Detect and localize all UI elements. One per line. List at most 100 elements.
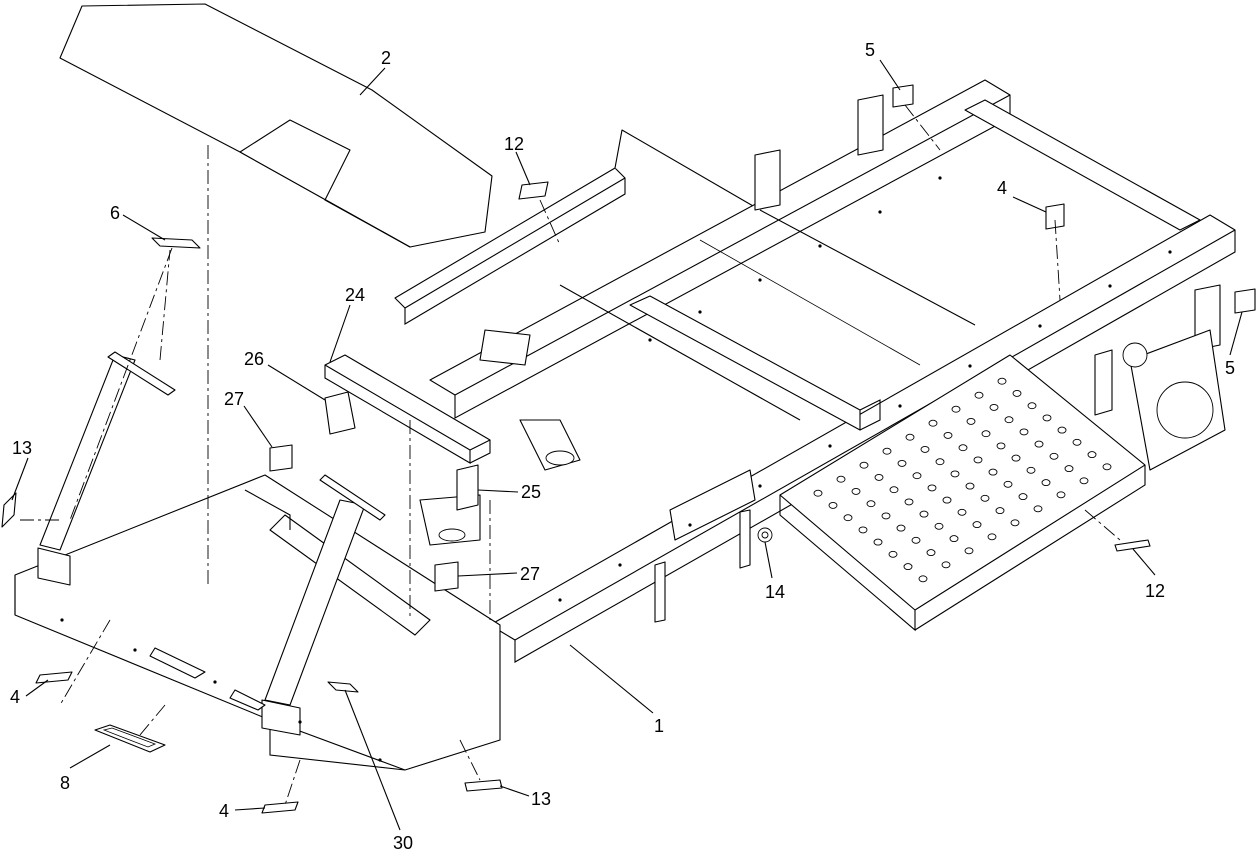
part-4-decal-bottom — [261, 801, 299, 814]
leader-lines — [11, 59, 1243, 831]
perforation-hole — [858, 526, 868, 534]
perforation-hole — [957, 508, 967, 516]
perforation-hole — [1057, 426, 1067, 434]
part-30-decal — [327, 681, 359, 693]
perforation-hole — [866, 500, 876, 508]
callout-1: 1 — [654, 716, 664, 736]
perforation-hole — [1010, 519, 1020, 527]
perforation-hole — [912, 472, 922, 480]
callout-8: 8 — [60, 773, 70, 793]
perforation-hole — [1027, 402, 1037, 410]
perforation-hole — [851, 487, 861, 495]
part-4-decal-frame — [1045, 203, 1065, 230]
part-4-decal-left — [35, 671, 73, 684]
perforation-hole — [927, 484, 937, 492]
perforation-hole — [943, 431, 953, 439]
part-13-decal-bottom — [464, 779, 503, 792]
perforation-hole — [918, 575, 928, 583]
perforation-hole — [958, 444, 968, 452]
part-13-decal-left — [1, 492, 17, 528]
perforation-hole — [843, 514, 853, 522]
callout-6: 6 — [110, 203, 120, 223]
perforation-hole — [1056, 491, 1066, 499]
perforation-hole — [888, 550, 898, 558]
perforation-hole — [928, 419, 938, 427]
callout-25: 25 — [521, 482, 541, 502]
perforation-hole — [1049, 452, 1059, 460]
part-24-bar — [324, 354, 491, 464]
callout-13-bottom: 13 — [531, 789, 551, 809]
part-5-decal-right — [1234, 288, 1256, 314]
perforation-hole — [1012, 389, 1022, 397]
perforation-hole — [987, 533, 997, 541]
callout-4-left: 4 — [10, 687, 20, 707]
part-12-decal-top — [518, 181, 549, 200]
part-27-pad-upper — [269, 444, 293, 472]
perforation-hole — [934, 522, 944, 530]
perforation-hole — [942, 496, 952, 504]
perforation-hole — [973, 456, 983, 464]
part-27-pad-lower — [434, 561, 459, 592]
callout-30: 30 — [393, 833, 413, 853]
perforation-hole — [972, 521, 982, 529]
perforation-hole — [1041, 479, 1051, 487]
callout-4-frame: 4 — [997, 178, 1007, 198]
perforation-hole — [1034, 440, 1044, 448]
callout-13-left: 13 — [12, 438, 32, 458]
perforation-hole — [926, 549, 936, 557]
perforation-hole — [882, 447, 892, 455]
perforation-hole — [964, 547, 974, 555]
perforation-hole — [828, 501, 838, 509]
callout-24: 24 — [345, 285, 365, 305]
perforation-hole — [859, 461, 869, 469]
callout-26: 26 — [244, 349, 264, 369]
perforation-hole — [1019, 428, 1029, 436]
perforation-hole — [996, 442, 1006, 450]
callout-2: 2 — [381, 48, 391, 68]
perforation-hole — [951, 405, 961, 413]
part-2-floor-mat — [59, 3, 493, 248]
perforation-hole — [935, 458, 945, 466]
callout-14: 14 — [765, 582, 785, 602]
perforation-hole — [1033, 505, 1043, 513]
front-bumper — [14, 351, 501, 771]
perforation-hole — [981, 430, 991, 438]
perforation-hole — [989, 403, 999, 411]
perforation-hole — [949, 535, 959, 543]
perforation-hole — [988, 468, 998, 476]
perforation-hole — [1087, 451, 1097, 459]
part-8-grommet — [94, 724, 166, 753]
perforation-hole — [897, 459, 907, 467]
perforation-hole — [1011, 454, 1021, 462]
perforation-hole — [1102, 463, 1112, 471]
assembly-center-lines — [20, 104, 1121, 806]
part-26-block — [324, 391, 356, 435]
perforation-hole — [995, 507, 1005, 515]
perforation-hole — [911, 536, 921, 544]
perforation-hole — [1072, 438, 1082, 446]
callout-5-right: 5 — [1225, 358, 1235, 378]
perforation-hole — [813, 489, 823, 497]
perforation-hole — [873, 538, 883, 546]
perforation-hole — [1079, 477, 1089, 485]
callout-12-top: 12 — [504, 134, 524, 154]
part-14-fitting — [757, 527, 773, 543]
perforation-hole — [941, 561, 951, 569]
perforation-hole — [1018, 493, 1028, 501]
perforation-hole — [905, 433, 915, 441]
callout-4-bottom: 4 — [219, 801, 229, 821]
perforation-hole — [966, 417, 976, 425]
perforation-hole — [874, 473, 884, 481]
perforation-hole — [904, 498, 914, 506]
part-12-decal-right — [1114, 539, 1151, 552]
perforation-hole — [919, 510, 929, 518]
callout-27-lower: 27 — [520, 564, 540, 584]
perforated-footrest — [779, 354, 1146, 632]
perforation-hole — [1042, 414, 1052, 422]
callout-27-upper: 27 — [224, 389, 244, 409]
perforation-hole — [881, 512, 891, 520]
perforation-hole — [974, 391, 984, 399]
perforation-hole — [903, 563, 913, 571]
